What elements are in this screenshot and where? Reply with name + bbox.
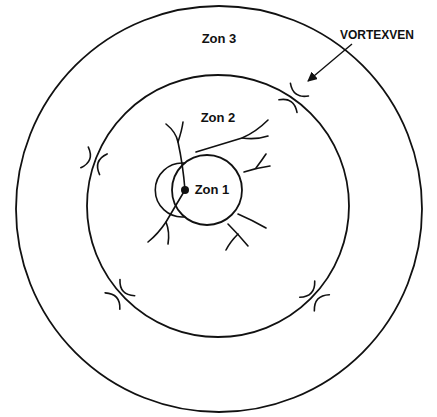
vortex-vein-mark xyxy=(105,279,135,309)
vessel xyxy=(148,190,185,242)
vessel xyxy=(242,136,268,139)
optic-disc-arc xyxy=(155,163,184,217)
zone-label: Zon 1 xyxy=(171,182,243,198)
vessel xyxy=(256,154,266,168)
circle-outline xyxy=(15,5,423,413)
zone-circle: Zon 1 xyxy=(171,154,243,226)
vessel xyxy=(166,124,185,190)
vessel xyxy=(178,122,183,142)
vessel xyxy=(166,222,169,244)
zone-label: Zon 2 xyxy=(86,110,350,126)
callout-label: VORTEXVEN xyxy=(340,28,414,42)
vortex-vein-mark xyxy=(300,281,330,311)
vessel xyxy=(226,234,238,250)
zone-circle: Zon 3Zon 2Zon 1 xyxy=(15,5,423,413)
vessel xyxy=(238,214,266,228)
optic-dot xyxy=(181,186,189,194)
label-holder: VORTEXVEN xyxy=(340,28,414,42)
vortex-vein-mark xyxy=(81,147,107,175)
zone-circle: Zon 2 Zon 1 xyxy=(86,74,350,338)
vessels xyxy=(148,120,270,250)
